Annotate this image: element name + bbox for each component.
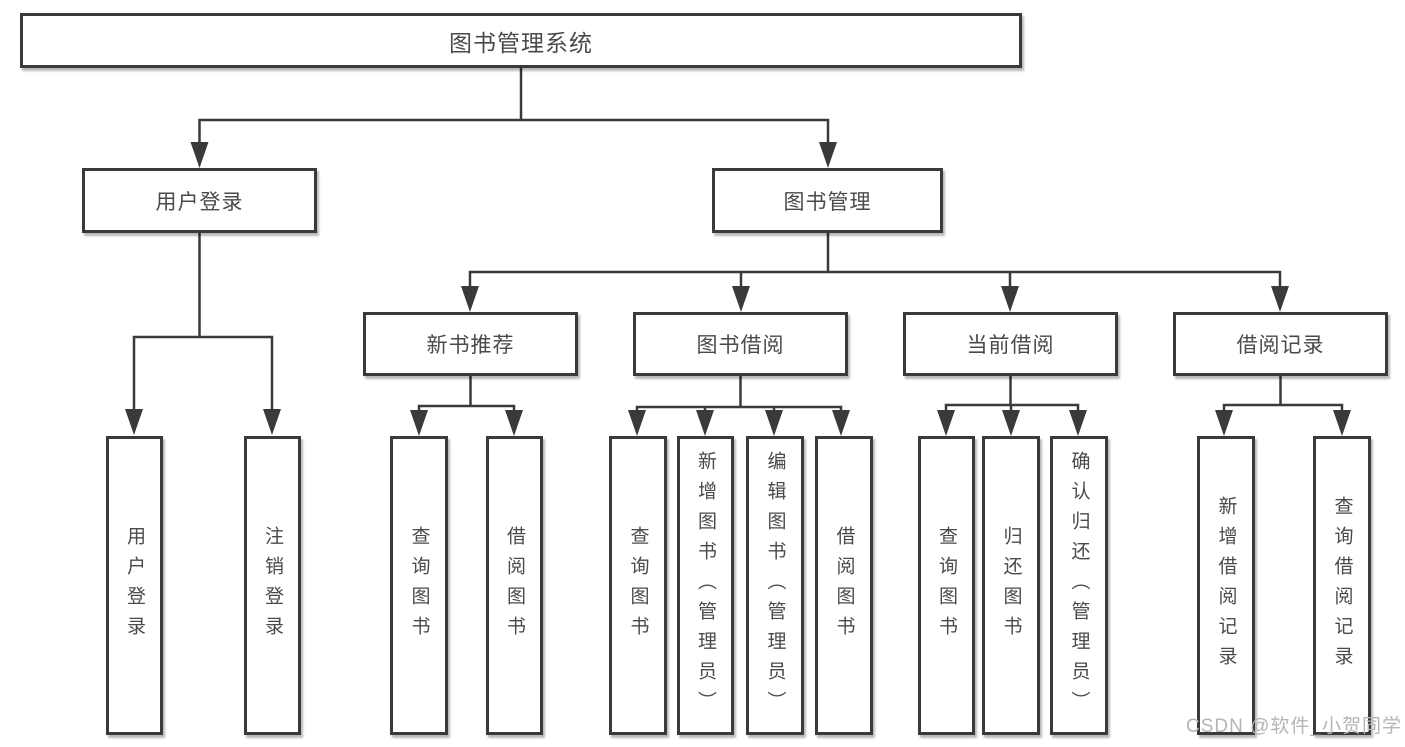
leaf-borrow-borrow-books-label: 借阅图书: [833, 525, 855, 646]
leaf-current-query-books-label: 查询图书: [936, 525, 957, 646]
leaf-current-confirm-return-admin-label: 确认归还（管理员）: [1068, 450, 1090, 721]
leaf-current-query-books: 查询图书: [918, 436, 975, 735]
leaf-user-login: 用户登录: [106, 436, 163, 735]
section-current-borrow-label: 当前借阅: [966, 334, 1055, 357]
leaf-user-login-label: 用户登录: [124, 525, 145, 646]
leaf-borrow-edit-books-admin-label: 编辑图书（管理员）: [764, 450, 786, 721]
leaf-current-confirm-return-admin: 确认归还（管理员）: [1050, 436, 1108, 735]
arrowheads: [125, 142, 1351, 436]
leaf-recommend-borrow-books-label: 借阅图书: [504, 525, 525, 646]
branch-book-management-label: 图书管理: [783, 190, 872, 214]
root-node-label: 图书管理系统: [449, 29, 593, 56]
leaf-records-add-record-label: 新增借阅记录: [1215, 495, 1237, 676]
leaf-recommend-query-books-label: 查询图书: [408, 525, 430, 646]
csdn-watermark: CSDN @软件_小贺同学: [1186, 716, 1402, 737]
leaf-recommend-borrow-books: 借阅图书: [486, 436, 543, 735]
tree-edges: [132, 68, 1344, 412]
section-book-borrow-label: 图书借阅: [696, 334, 785, 357]
leaf-records-add-record: 新增借阅记录: [1197, 436, 1255, 735]
leaf-logout-label: 注销登录: [262, 525, 283, 646]
root-node-library-system: 图书管理系统: [20, 13, 1022, 68]
leaf-records-query-record-label: 查询借阅记录: [1331, 495, 1353, 676]
leaf-borrow-edit-books-admin: 编辑图书（管理员）: [746, 436, 804, 735]
leaf-logout: 注销登录: [244, 436, 301, 735]
branch-user-login: 用户登录: [82, 168, 317, 233]
leaf-borrow-add-books-admin-label: 新增图书（管理员）: [695, 450, 716, 721]
leaf-recommend-query-books: 查询图书: [390, 436, 448, 735]
leaf-records-query-record: 查询借阅记录: [1313, 436, 1371, 735]
section-borrow-records: 借阅记录: [1173, 312, 1388, 376]
leaf-borrow-query-books-label: 查询图书: [627, 525, 649, 646]
section-borrow-records-label: 借阅记录: [1236, 334, 1325, 357]
section-new-book-recommend: 新书推荐: [363, 312, 578, 376]
branch-book-management: 图书管理: [712, 168, 943, 233]
section-current-borrow: 当前借阅: [903, 312, 1118, 376]
leaf-borrow-query-books: 查询图书: [609, 436, 667, 735]
leaf-borrow-borrow-books: 借阅图书: [815, 436, 873, 735]
leaf-borrow-add-books-admin: 新增图书（管理员）: [677, 436, 734, 735]
branch-user-login-label: 用户登录: [155, 190, 244, 214]
section-book-borrow: 图书借阅: [633, 312, 848, 376]
leaf-current-return-books: 归还图书: [982, 436, 1040, 735]
leaf-current-return-books-label: 归还图书: [1000, 525, 1022, 646]
section-new-book-recommend-label: 新书推荐: [426, 334, 515, 357]
